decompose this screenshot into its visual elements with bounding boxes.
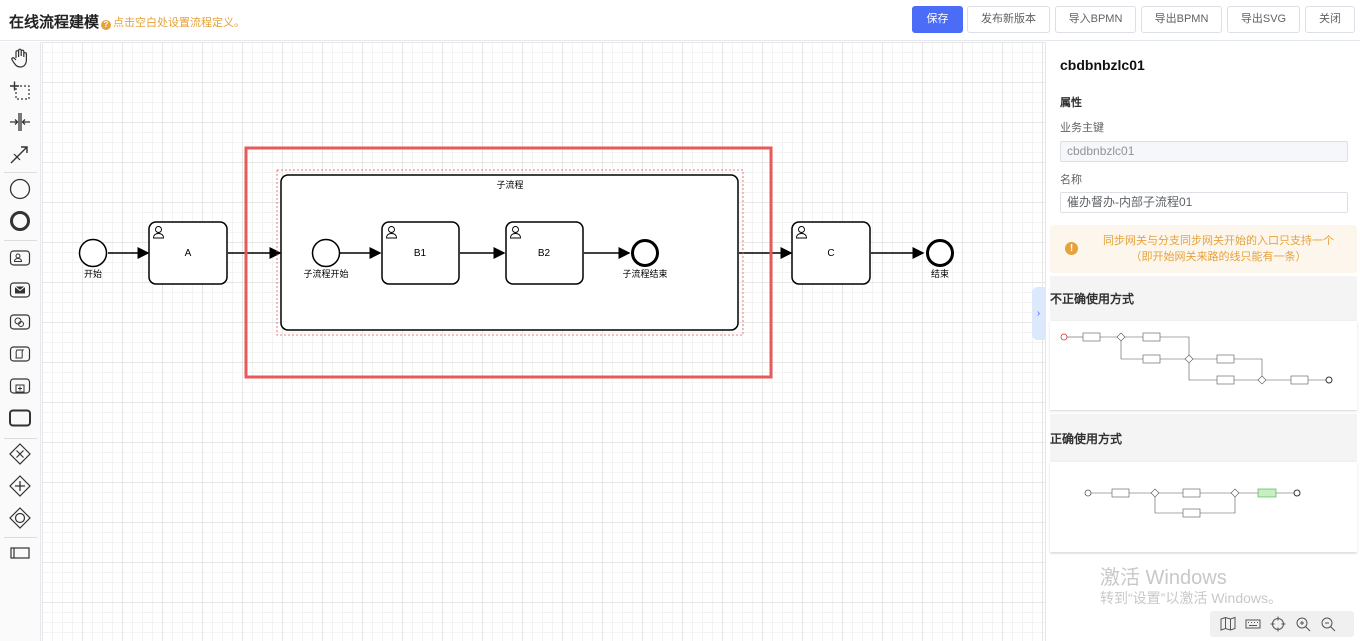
hint-label: 点击空白处设置流程定义。 — [113, 17, 245, 29]
warning-alert: ! 同步网关与分支同步网关开始的入口只支持一个 （即开始网关来路的线只能有一条） — [1050, 225, 1357, 273]
user-task-c[interactable] — [791, 221, 871, 285]
warning-text: 同步网关与分支同步网关开始的入口只支持一个 （即开始网关来路的线只能有一条） — [1086, 233, 1351, 265]
map-icon[interactable] — [1219, 615, 1237, 633]
zoom-in-icon[interactable] — [1294, 615, 1312, 633]
properties-panel: cbdbnbzlc01 属性 业务主键 cbdbnbzlc01 名称 催办督办-… — [1045, 42, 1360, 641]
selection-highlight — [244, 146, 773, 379]
script-task-icon[interactable] — [8, 342, 32, 366]
task-c-label: C — [827, 248, 834, 259]
user-task-b1[interactable] — [381, 221, 460, 285]
parallel-gateway-icon[interactable] — [8, 474, 32, 498]
user-task-a[interactable] — [148, 221, 228, 285]
wrong-usage-title: 不正确使用方式 — [1050, 292, 1135, 306]
import-bpmn-button[interactable]: 导入BPMN — [1055, 6, 1136, 33]
subprocess-start-label: 子流程开始 — [303, 268, 348, 279]
task-b2-label: B2 — [538, 248, 551, 259]
bpmn-diagram[interactable]: 开始 A 子流程 子流程开始 B1 — [42, 42, 1045, 641]
pool-icon[interactable] — [8, 541, 32, 565]
palette-divider — [4, 537, 37, 538]
zoom-controls — [1210, 611, 1354, 637]
save-button[interactable]: 保存 — [912, 6, 963, 33]
hint-text: ?点击空白处设置流程定义。 — [101, 14, 245, 30]
wrong-usage-diagram — [1050, 321, 1357, 410]
start-event-icon[interactable] — [8, 177, 32, 201]
zoom-out-icon[interactable] — [1319, 615, 1337, 633]
question-icon: ? — [101, 20, 111, 30]
end-event-label: 结束 — [931, 268, 949, 279]
subprocess-end-event[interactable] — [631, 239, 659, 267]
business-key-label: 业务主键 — [1060, 122, 1104, 134]
user-icon — [385, 225, 398, 239]
name-label: 名称 — [1060, 174, 1082, 186]
end-event-icon[interactable] — [8, 209, 32, 233]
start-event[interactable] — [78, 238, 108, 268]
app-title: 在线流程建模 — [9, 14, 100, 31]
space-tool-icon[interactable] — [8, 110, 32, 134]
tool-palette — [0, 42, 41, 641]
close-button[interactable]: 关闭 — [1305, 6, 1355, 33]
subprocess-title: 子流程 — [496, 179, 523, 190]
warning-icon: ! — [1065, 242, 1078, 255]
palette-divider — [4, 172, 37, 173]
exclusive-gateway-icon[interactable] — [8, 442, 32, 466]
task-icon[interactable] — [8, 406, 32, 430]
selection-outline — [276, 169, 744, 336]
warning-line-2: （即开始网关来路的线只能有一条） — [1130, 251, 1307, 263]
inclusive-gateway-icon[interactable] — [8, 506, 32, 530]
diagram-canvas[interactable]: 开始 A 子流程 子流程开始 B1 — [42, 42, 1045, 641]
end-event[interactable] — [926, 239, 954, 267]
publish-version-button[interactable]: 发布新版本 — [967, 6, 1050, 33]
panel-title: cbdbnbzlc01 — [1060, 57, 1145, 73]
subprocess-end-label: 子流程结束 — [622, 268, 667, 279]
windows-watermark-subtitle: 转到“设置”以激活 Windows。 — [1100, 590, 1283, 606]
keyboard-icon[interactable] — [1244, 615, 1262, 633]
task-b1-label: B1 — [414, 248, 427, 259]
user-task-b2[interactable] — [505, 221, 584, 285]
top-toolbar: 在线流程建模 ?点击空白处设置流程定义。 保存 发布新版本 导入BPMN 导出B… — [0, 0, 1360, 41]
name-field[interactable]: 催办督办-内部子流程01 — [1060, 192, 1348, 213]
user-icon — [509, 225, 522, 239]
windows-watermark-title: 激活 Windows — [1100, 567, 1227, 589]
export-bpmn-button[interactable]: 导出BPMN — [1141, 6, 1222, 33]
hand-tool-icon[interactable] — [8, 46, 32, 70]
panel-toggle-tab[interactable]: › — [1032, 287, 1045, 340]
right-usage-title: 正确使用方式 — [1050, 432, 1123, 446]
service-task-icon[interactable] — [8, 310, 32, 334]
receive-task-icon[interactable] — [8, 278, 32, 302]
palette-divider — [4, 240, 37, 241]
export-svg-button[interactable]: 导出SVG — [1227, 6, 1300, 33]
task-a-label: A — [185, 248, 192, 259]
fit-view-icon[interactable] — [1269, 615, 1287, 633]
right-usage-diagram-image — [1084, 488, 1301, 518]
connect-tool-icon[interactable] — [8, 142, 32, 166]
start-event-label: 开始 — [84, 268, 102, 279]
user-icon — [152, 225, 165, 239]
user-icon — [795, 225, 808, 239]
right-usage-diagram — [1050, 462, 1357, 552]
user-task-icon[interactable] — [8, 246, 32, 270]
properties-section-title: 属性 — [1060, 97, 1082, 109]
subprocess-start-event[interactable] — [311, 238, 341, 268]
subprocess-icon[interactable] — [8, 374, 32, 398]
wrong-usage-diagram-image — [1060, 332, 1333, 385]
warning-line-1: 同步网关与分支同步网关开始的入口只支持一个 — [1103, 235, 1334, 247]
business-key-field: cbdbnbzlc01 — [1060, 141, 1348, 162]
palette-divider — [4, 438, 37, 439]
lasso-tool-icon[interactable] — [8, 78, 32, 102]
chevron-right-icon: › — [1036, 308, 1041, 319]
